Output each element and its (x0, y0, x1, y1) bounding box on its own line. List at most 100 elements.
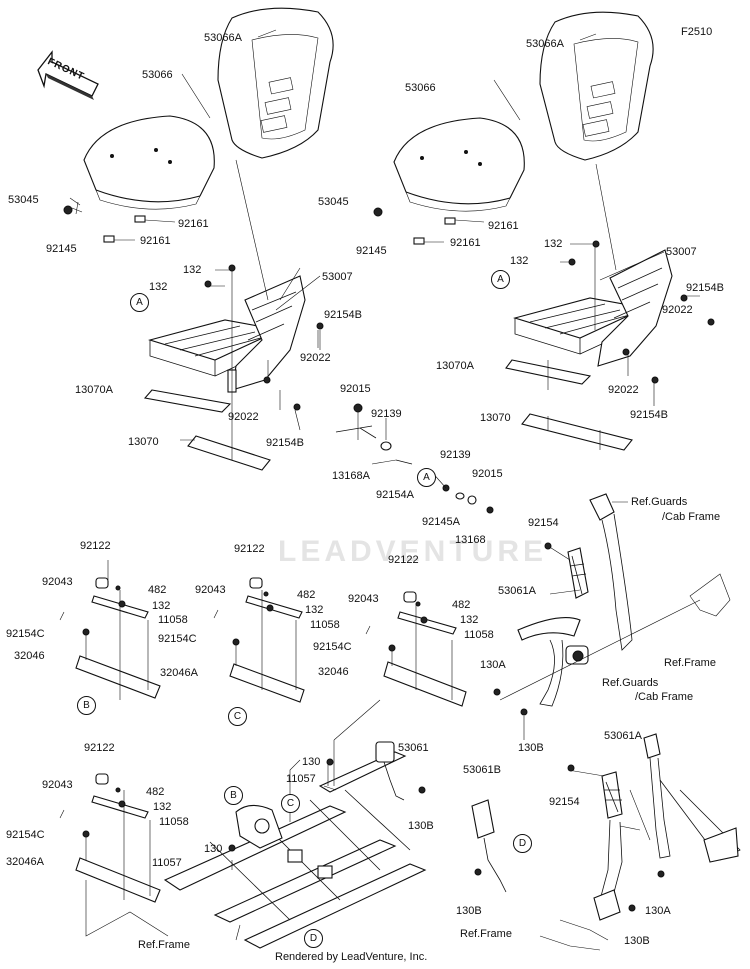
part-label[interactable]: 130B (456, 905, 482, 917)
part-label[interactable]: 132 (510, 255, 529, 267)
part-label[interactable]: 482 (146, 786, 165, 798)
callout-a[interactable]: A (491, 270, 510, 289)
part-label[interactable]: 130B (518, 742, 544, 754)
left-seat-frame (148, 275, 306, 393)
part-label[interactable]: 130B (408, 820, 434, 832)
part-label[interactable]: 11058 (158, 614, 188, 626)
part-label[interactable]: 92122 (388, 554, 419, 566)
part-label[interactable]: 92043 (42, 779, 73, 791)
part-label[interactable]: 13070A (75, 384, 113, 396)
part-label[interactable]: 13070A (436, 360, 474, 372)
part-label[interactable]: 92154B (266, 437, 304, 449)
part-label[interactable]: 92154B (630, 409, 668, 421)
part-label[interactable]: 92154 (528, 517, 559, 529)
part-label[interactable]: 92161 (140, 235, 171, 247)
part-label[interactable]: 53061B (463, 764, 501, 776)
part-label[interactable]: 53007 (322, 271, 353, 283)
part-label[interactable]: 130A (645, 905, 671, 917)
part-label[interactable]: 130 (302, 756, 321, 768)
part-label[interactable]: 92154B (324, 309, 362, 321)
part-label[interactable]: 130A (480, 659, 506, 671)
part-label[interactable]: 482 (148, 584, 167, 596)
part-label[interactable]: 92122 (234, 543, 265, 555)
part-label[interactable]: 13070 (128, 436, 159, 448)
part-label[interactable]: 130B (624, 935, 650, 947)
part-label[interactable]: 53061A (604, 730, 642, 742)
part-label[interactable]: 92043 (195, 584, 226, 596)
part-label[interactable]: 53061 (398, 742, 429, 754)
part-label[interactable]: 132 (544, 238, 563, 250)
part-label[interactable]: 92015 (340, 383, 371, 395)
part-label[interactable]: 53066 (405, 82, 436, 94)
part-label[interactable]: 92161 (178, 218, 209, 230)
part-label[interactable]: /Cab Frame (662, 511, 721, 523)
part-label[interactable]: 13168 (455, 534, 486, 546)
part-label[interactable]: 92154C (6, 829, 45, 841)
part-label[interactable]: 92145 (356, 245, 387, 257)
callout-b[interactable]: B (77, 696, 96, 715)
part-label[interactable]: 132 (149, 281, 168, 293)
part-label[interactable]: 92022 (228, 411, 259, 423)
part-label[interactable]: Ref.Frame (460, 928, 512, 940)
part-label[interactable]: 132 (305, 604, 324, 616)
part-label[interactable]: 132 (153, 801, 172, 813)
part-label[interactable]: 11058 (159, 816, 189, 828)
part-label[interactable]: Ref.Frame (138, 939, 190, 951)
callout-d[interactable]: D (304, 929, 323, 948)
part-label[interactable]: 32046 (14, 650, 45, 662)
part-label[interactable]: 13168A (332, 470, 370, 482)
part-label[interactable]: 92015 (472, 468, 503, 480)
part-label[interactable]: 92154A (376, 489, 414, 501)
part-label[interactable]: 92043 (348, 593, 379, 605)
part-label[interactable]: 92122 (80, 540, 111, 552)
part-label[interactable]: 482 (297, 589, 316, 601)
callout-c[interactable]: C (228, 707, 247, 726)
part-label[interactable]: /Cab Frame (635, 691, 694, 703)
callout-c[interactable]: C (281, 794, 300, 813)
part-label[interactable]: 92154C (313, 641, 352, 653)
part-label[interactable]: 132 (183, 264, 202, 276)
part-label[interactable]: 92139 (371, 408, 402, 420)
part-label[interactable]: 132 (152, 600, 171, 612)
part-label[interactable]: 13070 (480, 412, 511, 424)
part-label[interactable]: 92154 (549, 796, 580, 808)
part-label[interactable]: 92145A (422, 516, 460, 528)
part-label[interactable]: 53045 (8, 194, 39, 206)
callout-b[interactable]: B (224, 786, 243, 805)
part-label[interactable]: 53066A (204, 32, 242, 44)
part-label[interactable]: 11057 (152, 857, 182, 869)
part-label[interactable]: 92145 (46, 243, 77, 255)
part-label[interactable]: 92161 (450, 237, 481, 249)
part-label[interactable]: 482 (452, 599, 471, 611)
part-label[interactable]: 92154B (686, 282, 724, 294)
part-label[interactable]: 53045 (318, 196, 349, 208)
part-label[interactable]: Ref.Frame (664, 657, 716, 669)
part-label[interactable]: 53007 (666, 246, 697, 258)
part-label[interactable]: 92122 (84, 742, 115, 754)
part-label[interactable]: 32046A (6, 856, 44, 868)
part-label[interactable]: 11057 (286, 773, 316, 785)
part-label[interactable]: Ref.Guards (631, 496, 688, 508)
part-label[interactable]: Ref.Guards (602, 677, 659, 689)
part-label[interactable]: 32046A (160, 667, 198, 679)
part-label[interactable]: 92161 (488, 220, 519, 232)
callout-a[interactable]: A (130, 293, 149, 312)
part-label[interactable]: 11058 (464, 629, 494, 641)
callout-a[interactable]: A (417, 468, 436, 487)
part-label[interactable]: 92022 (662, 304, 693, 316)
part-label[interactable]: 53066A (526, 38, 564, 50)
part-label[interactable]: 132 (460, 614, 479, 626)
part-label[interactable]: 53061A (498, 585, 536, 597)
part-label[interactable]: 92139 (440, 449, 471, 461)
part-label[interactable]: 32046 (318, 666, 349, 678)
part-label[interactable]: 92154C (6, 628, 45, 640)
part-label[interactable]: 11058 (310, 619, 340, 631)
part-label[interactable]: 130 (204, 843, 223, 855)
part-label[interactable]: 92043 (42, 576, 73, 588)
part-label[interactable]: 92022 (608, 384, 639, 396)
part-label[interactable]: 92022 (300, 352, 331, 364)
callout-d[interactable]: D (513, 834, 532, 853)
part-label[interactable]: 92154C (158, 633, 197, 645)
part-label[interactable]: 53066 (142, 69, 173, 81)
front-arrow-icon (37, 50, 99, 100)
